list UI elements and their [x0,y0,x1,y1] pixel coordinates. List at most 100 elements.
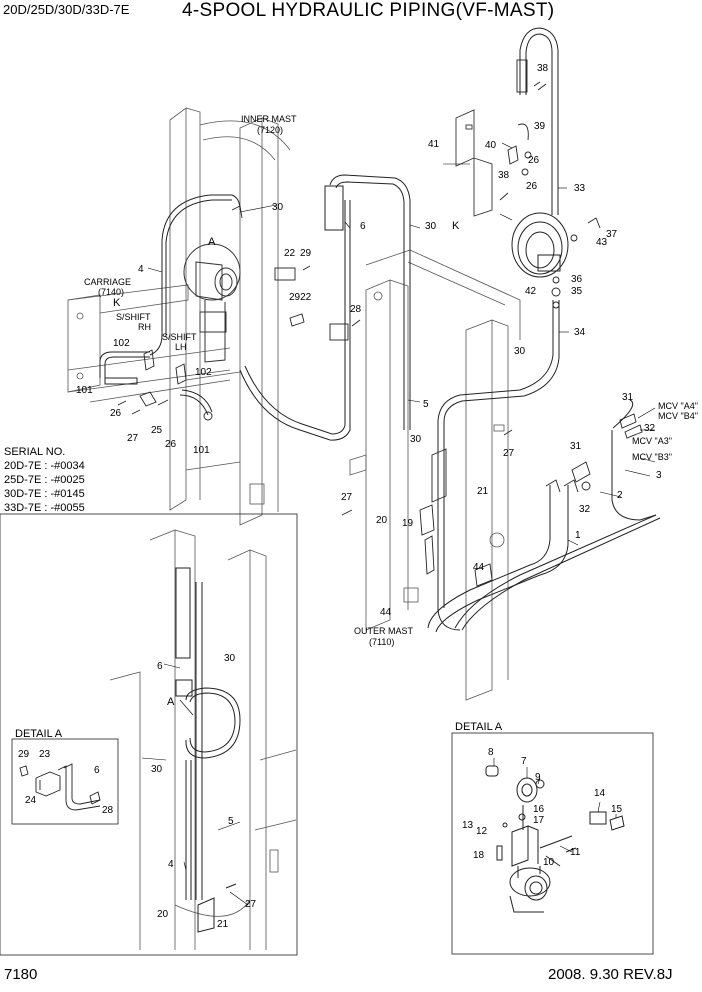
serial-row: 33D-7E : -#0055 [4,502,85,514]
part-27-c: 27 [341,492,353,503]
part-42: 42 [525,286,537,297]
detail-a-right-parts [485,765,625,913]
part-26-c: 26 [110,408,122,419]
part-30-e: 30 [224,653,236,664]
chain-sheave [511,212,569,278]
serial-row: 30D-7E : -#0145 [4,488,85,500]
part-17: 17 [533,815,545,826]
inner-mast-code: (7120) [257,125,283,135]
sshift-rh-side: RH [138,322,151,332]
part-7: 7 [521,756,527,767]
part-20: 20 [376,515,388,526]
part-5-b: 5 [228,816,234,827]
part-28: 28 [350,304,362,315]
part-4-b: 4 [168,859,174,870]
part-2922: 2922 [289,292,312,303]
serial-row: 20D-7E : -#0034 [4,460,85,472]
mcv-a4-label: MCV "A4" [658,401,698,411]
page-title: 4-SPOOL HYDRAULIC PIPING(VF-MAST) [182,0,555,21]
part-13: 13 [462,820,474,831]
part-2: 2 [617,490,623,501]
part-3: 3 [656,470,662,481]
part-4: 4 [138,264,144,275]
part-6-c: 6 [94,765,100,776]
part-24: 24 [25,795,37,806]
lower-left-mast [109,529,297,950]
tilt-cylinder-a [183,243,241,363]
part-34: 34 [574,327,586,338]
callout-labels: INNER MAST (7120) OUTER MAST (7110) CARR… [15,63,698,930]
part-5: 5 [423,399,429,410]
part-33: 33 [574,183,586,194]
detail-a-marker: A [208,236,216,248]
part-14: 14 [594,788,606,799]
detail-a-left-parts [19,763,101,811]
inner-mast-label: INNER MAST [241,114,297,124]
part-101-b: 101 [193,445,210,456]
part-30-c: 30 [514,346,526,357]
detail-a-left-title: DETAIL A [15,728,63,740]
serial-title: SERIAL NO. [4,446,66,458]
part-39: 39 [534,121,546,132]
part-26-a: 26 [528,155,540,166]
part-37: 37 [606,229,618,240]
model-list: 20D/25D/30D/33D-7E [3,2,130,17]
part-43: 43 [596,237,608,248]
view-k-label-left: K [113,297,121,309]
part-102-a: 102 [113,338,130,349]
part-26-d: 26 [165,439,177,450]
detail-a-right-frame [451,732,654,955]
page-number: 7180 [4,966,38,983]
part-27-d: 27 [245,899,257,910]
detail-a-left-frame [11,738,119,825]
part-27-a: 27 [127,433,139,444]
part-35: 35 [571,286,583,297]
outer-mast [349,249,521,701]
part-21: 21 [477,486,489,497]
sshift-rh-label: S/SHIFT [116,312,151,322]
mcv-a3-label: MCV "A3" [632,436,672,446]
part-20-b: 20 [157,909,169,920]
part-30-d: 30 [410,434,422,445]
part-12: 12 [476,826,488,837]
part-40: 40 [485,140,497,151]
part-29-b: 29 [18,749,30,760]
part-8: 8 [488,747,494,758]
sshift-lh-label: S/SHIFT [162,332,197,342]
part-101-a: 101 [76,385,93,396]
part-30-f: 30 [151,764,163,775]
part-44-b: 44 [380,607,392,618]
part-30-b: 30 [425,221,437,232]
part-29: 29 [300,248,312,259]
carriage-label: CARRIAGE [84,277,131,287]
part-38: 38 [537,63,549,74]
part-32-a: 32 [644,423,656,434]
part-28-b: 28 [102,805,114,816]
part-1: 1 [575,530,581,541]
part-19: 19 [402,518,414,529]
sshift-lh-side: LH [175,342,187,352]
part-22-a: 22 [284,248,296,259]
mcv-b3-label: MCV "B3" [632,452,672,462]
part-9: 9 [535,772,541,783]
part-27-b: 27 [503,448,515,459]
outer-mast-code: (7110) [369,637,394,647]
leader-lines [141,142,656,906]
carriage [67,284,231,403]
part-25: 25 [151,425,163,436]
part-10: 10 [543,857,555,868]
part-30-a: 30 [272,202,284,213]
part-32-b: 32 [579,504,591,515]
part-11: 11 [570,847,581,858]
part-41: 41 [428,139,440,150]
part-18: 18 [473,850,485,861]
serial-number-table: SERIAL NO. 20D-7E : -#0034 25D-7E : -#00… [4,445,85,515]
lower-left-hoses [175,567,241,933]
part-44-a: 44 [473,562,485,573]
mcv-b4-label: MCV "B4" [658,411,698,421]
part-23: 23 [39,749,51,760]
outer-mast-label: OUTER MAST [354,626,414,636]
part-15: 15 [611,804,623,815]
